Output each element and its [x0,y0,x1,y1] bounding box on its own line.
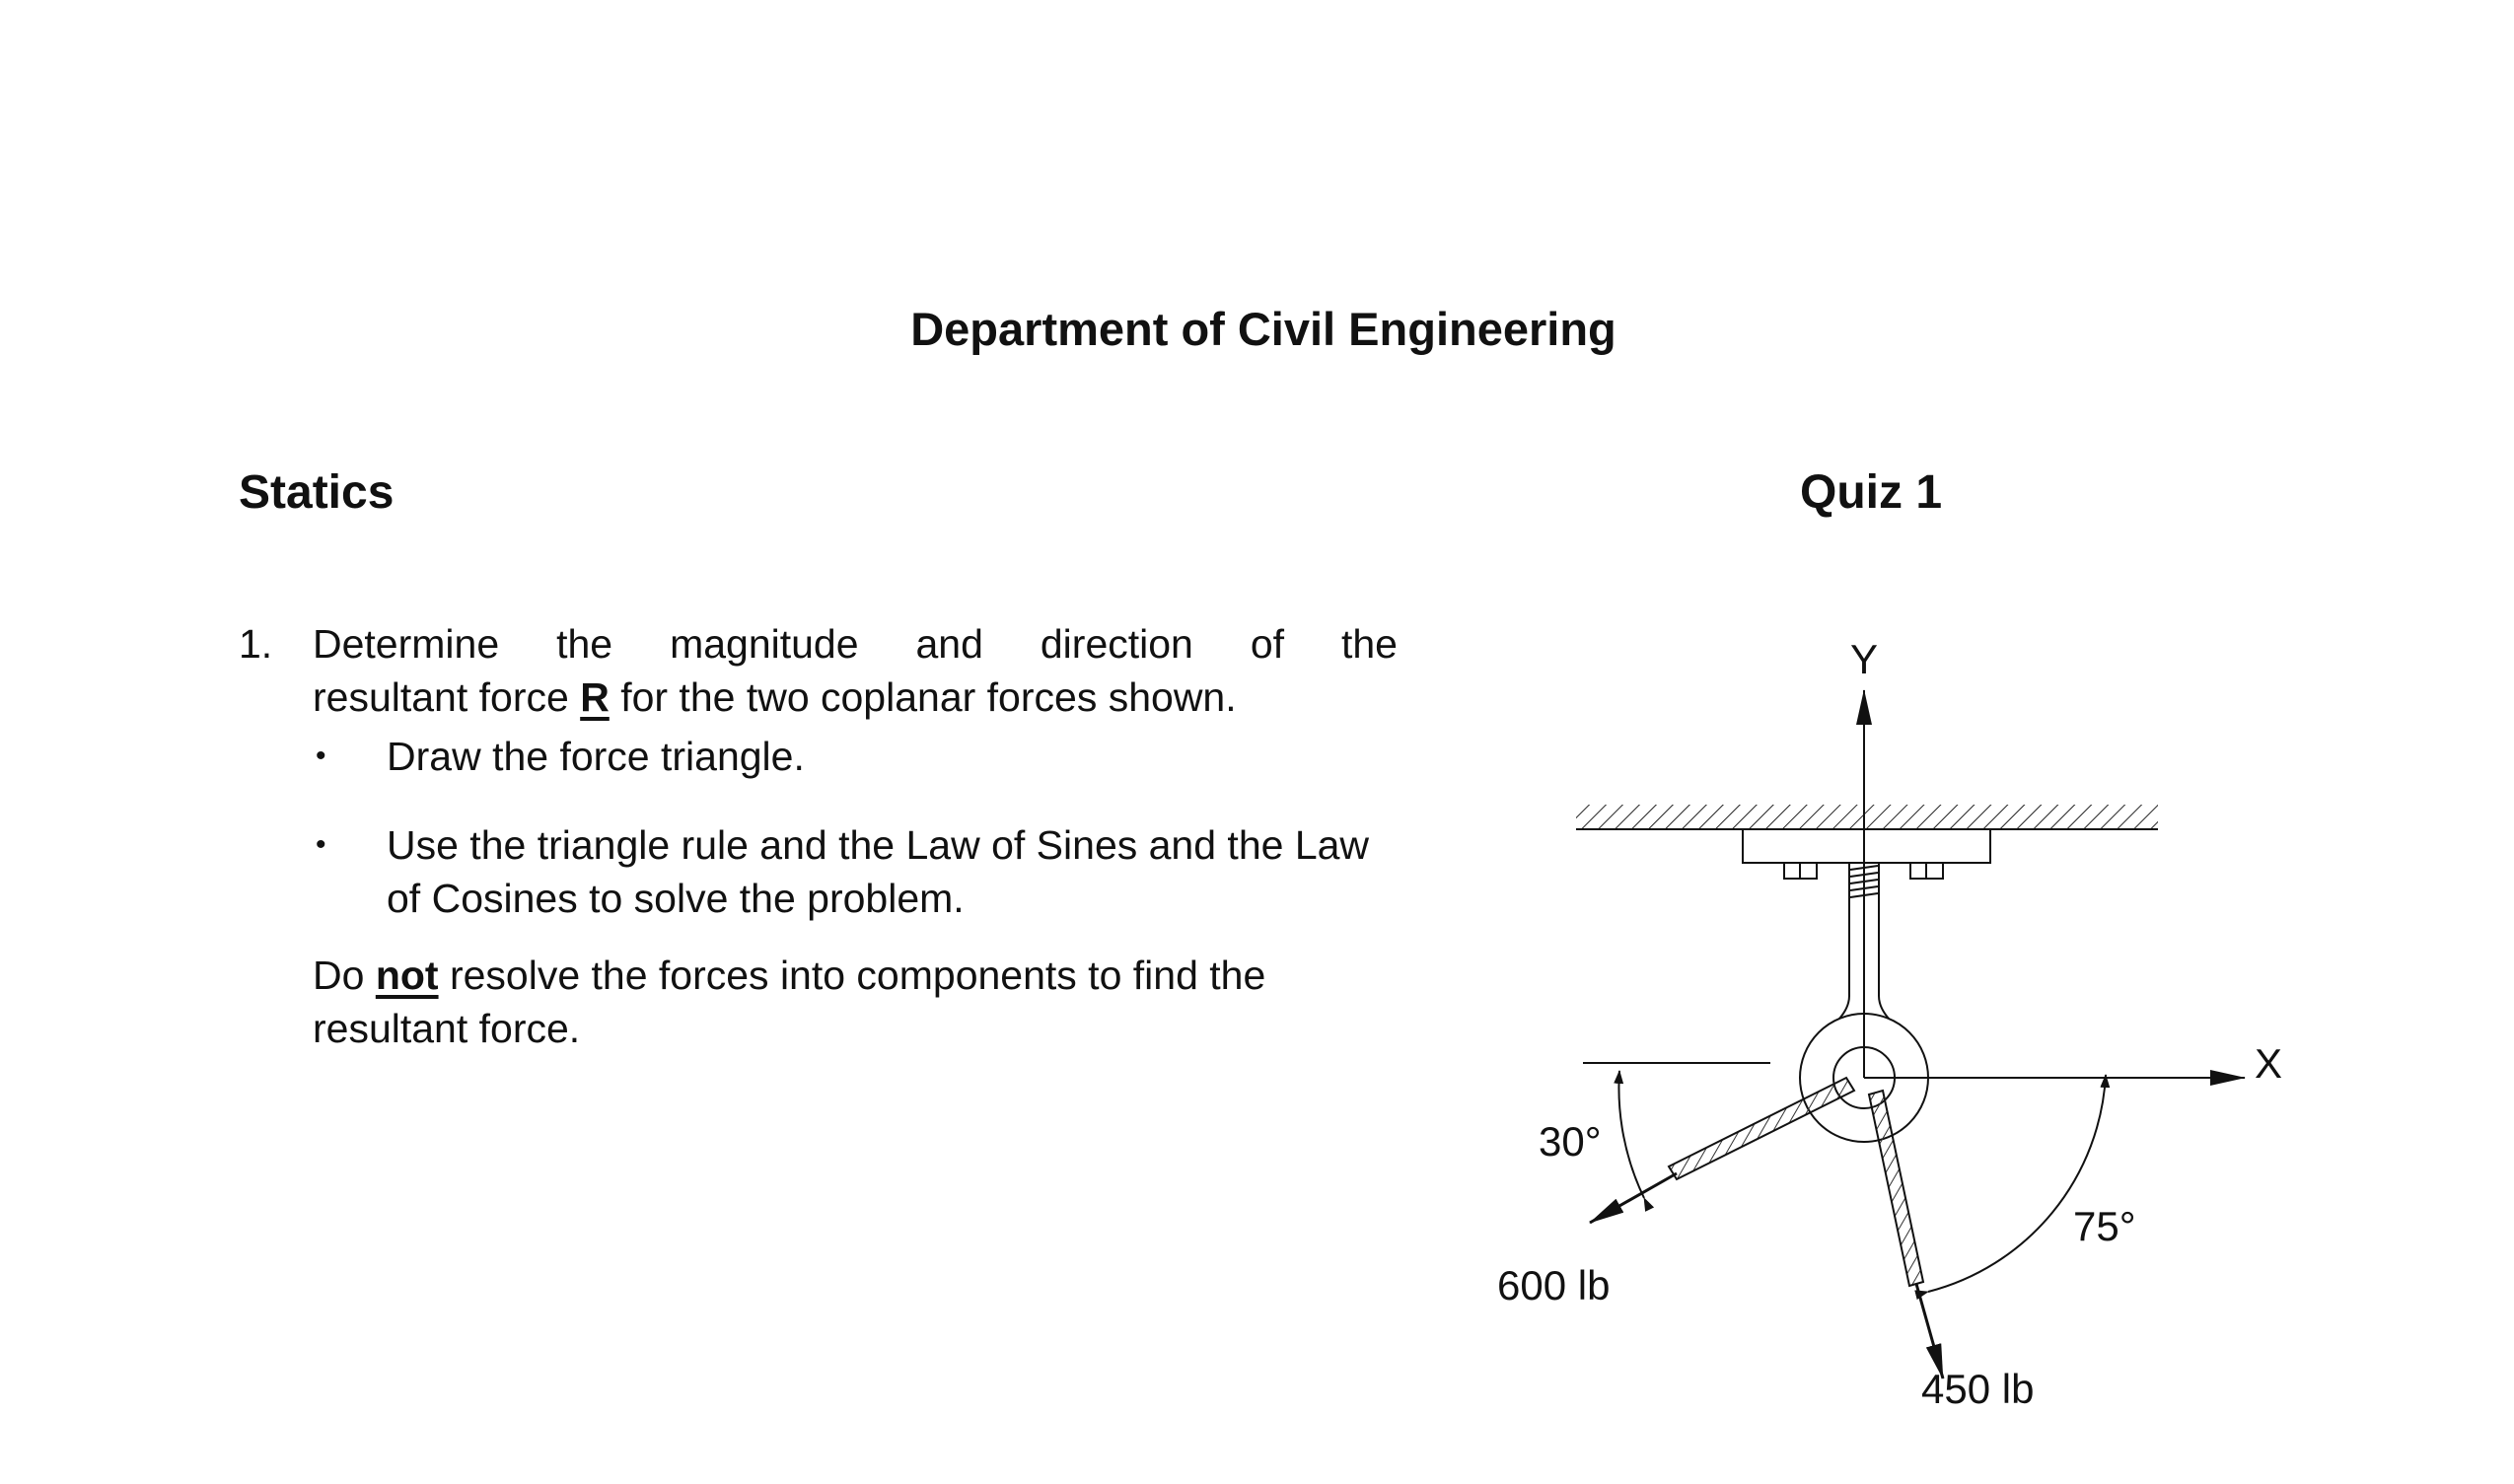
angle-arc-30 [1614,1070,1655,1212]
bullet-icon: • [316,740,326,772]
department-title: Department of Civil Engineering [910,303,1616,355]
quiz-title: Quiz 1 [1800,466,1943,519]
angle-75-label: 75° [2073,1203,2136,1249]
rod-right-edge [1878,863,1897,1026]
instruction-note: Do not resolve the forces into component… [313,949,1398,1055]
question-line-2: resultant force R for the two coplanar f… [313,674,1237,720]
angle-30-label: 30° [1539,1118,1602,1165]
bullet-text: Use the triangle rule and the Law of Sin… [387,822,1370,921]
force-450-arrow [1914,1283,1945,1379]
bullet-icon: • [316,828,326,861]
cable-600 [1667,1076,1856,1181]
force-600-arrow [1589,1171,1678,1225]
question-line-1: Determine the magnitude and direction of… [313,621,1398,667]
x-axis-label: X [2255,1040,2282,1087]
mounting-plate [1742,828,1991,864]
force-450-label: 450 lb [1921,1366,2034,1412]
note-emphasis: not [375,953,439,998]
question-text-part: for the two coplanar forces shown. [609,674,1237,720]
force-600-label: 600 lb [1497,1262,1610,1308]
question-text-part: resultant force [313,674,581,720]
bullet-text: Draw the force triangle. [387,734,805,779]
y-axis-label: Y [1850,636,1878,682]
question-number: 1. [239,621,273,667]
rod-left-edge [1832,863,1850,1026]
question-text: Determine the magnitude and direction of… [313,617,1398,724]
resultant-symbol: R [580,674,610,720]
angle-arc-75 [1914,1074,2111,1301]
course-title: Statics [239,466,395,519]
ceiling-hatch [1576,805,2158,829]
note-text-part: Do [313,953,376,998]
note-text-part: resolve the forces into components to fi… [313,953,1266,1051]
